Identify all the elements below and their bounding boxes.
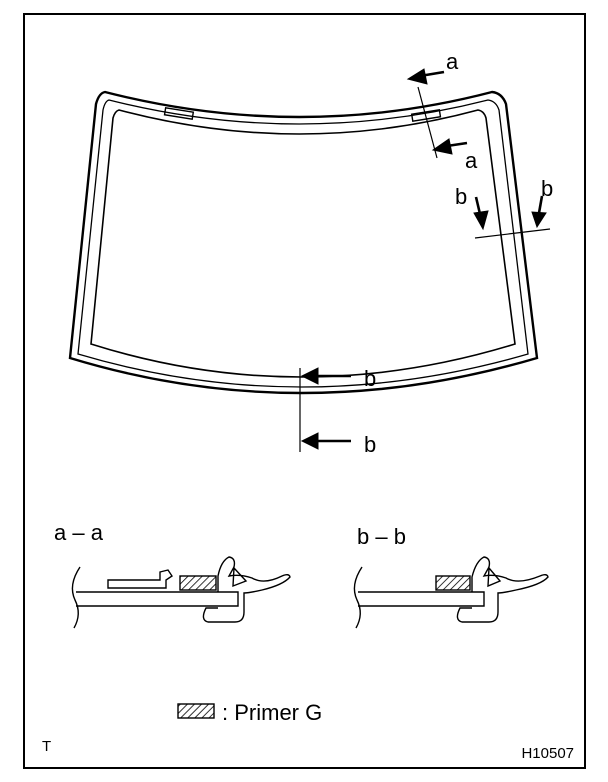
section-marker-b-side-right: b [541,176,553,201]
section-marker-a-top: a [446,49,459,74]
section-marker-a-bottom: a [465,148,478,173]
section-marker-b-bottom-lower: b [364,432,376,457]
section-title-a-a: a – a [54,520,104,545]
cross-section-a-a [71,556,291,629]
section-line-b-side [473,195,551,239]
legend-label: : Primer G [222,700,322,725]
windshield-glass [68,90,539,395]
section-line-a [406,68,468,159]
corner-letter: T [42,738,51,755]
section-title-b-b: b – b [357,524,406,549]
legend: : Primer G [177,700,322,725]
hatched-rectangle-icon [177,703,215,719]
section-marker-b-bottom-upper: b [364,366,376,391]
primer-band-b-b [435,575,471,591]
primer-band-a-a [179,575,217,591]
cross-section-b-b [353,556,549,629]
figure-border [23,13,586,769]
section-line-b-bottom [299,367,351,452]
figure-code: H10507 [521,745,574,762]
section-marker-b-side-left: b [455,184,467,209]
